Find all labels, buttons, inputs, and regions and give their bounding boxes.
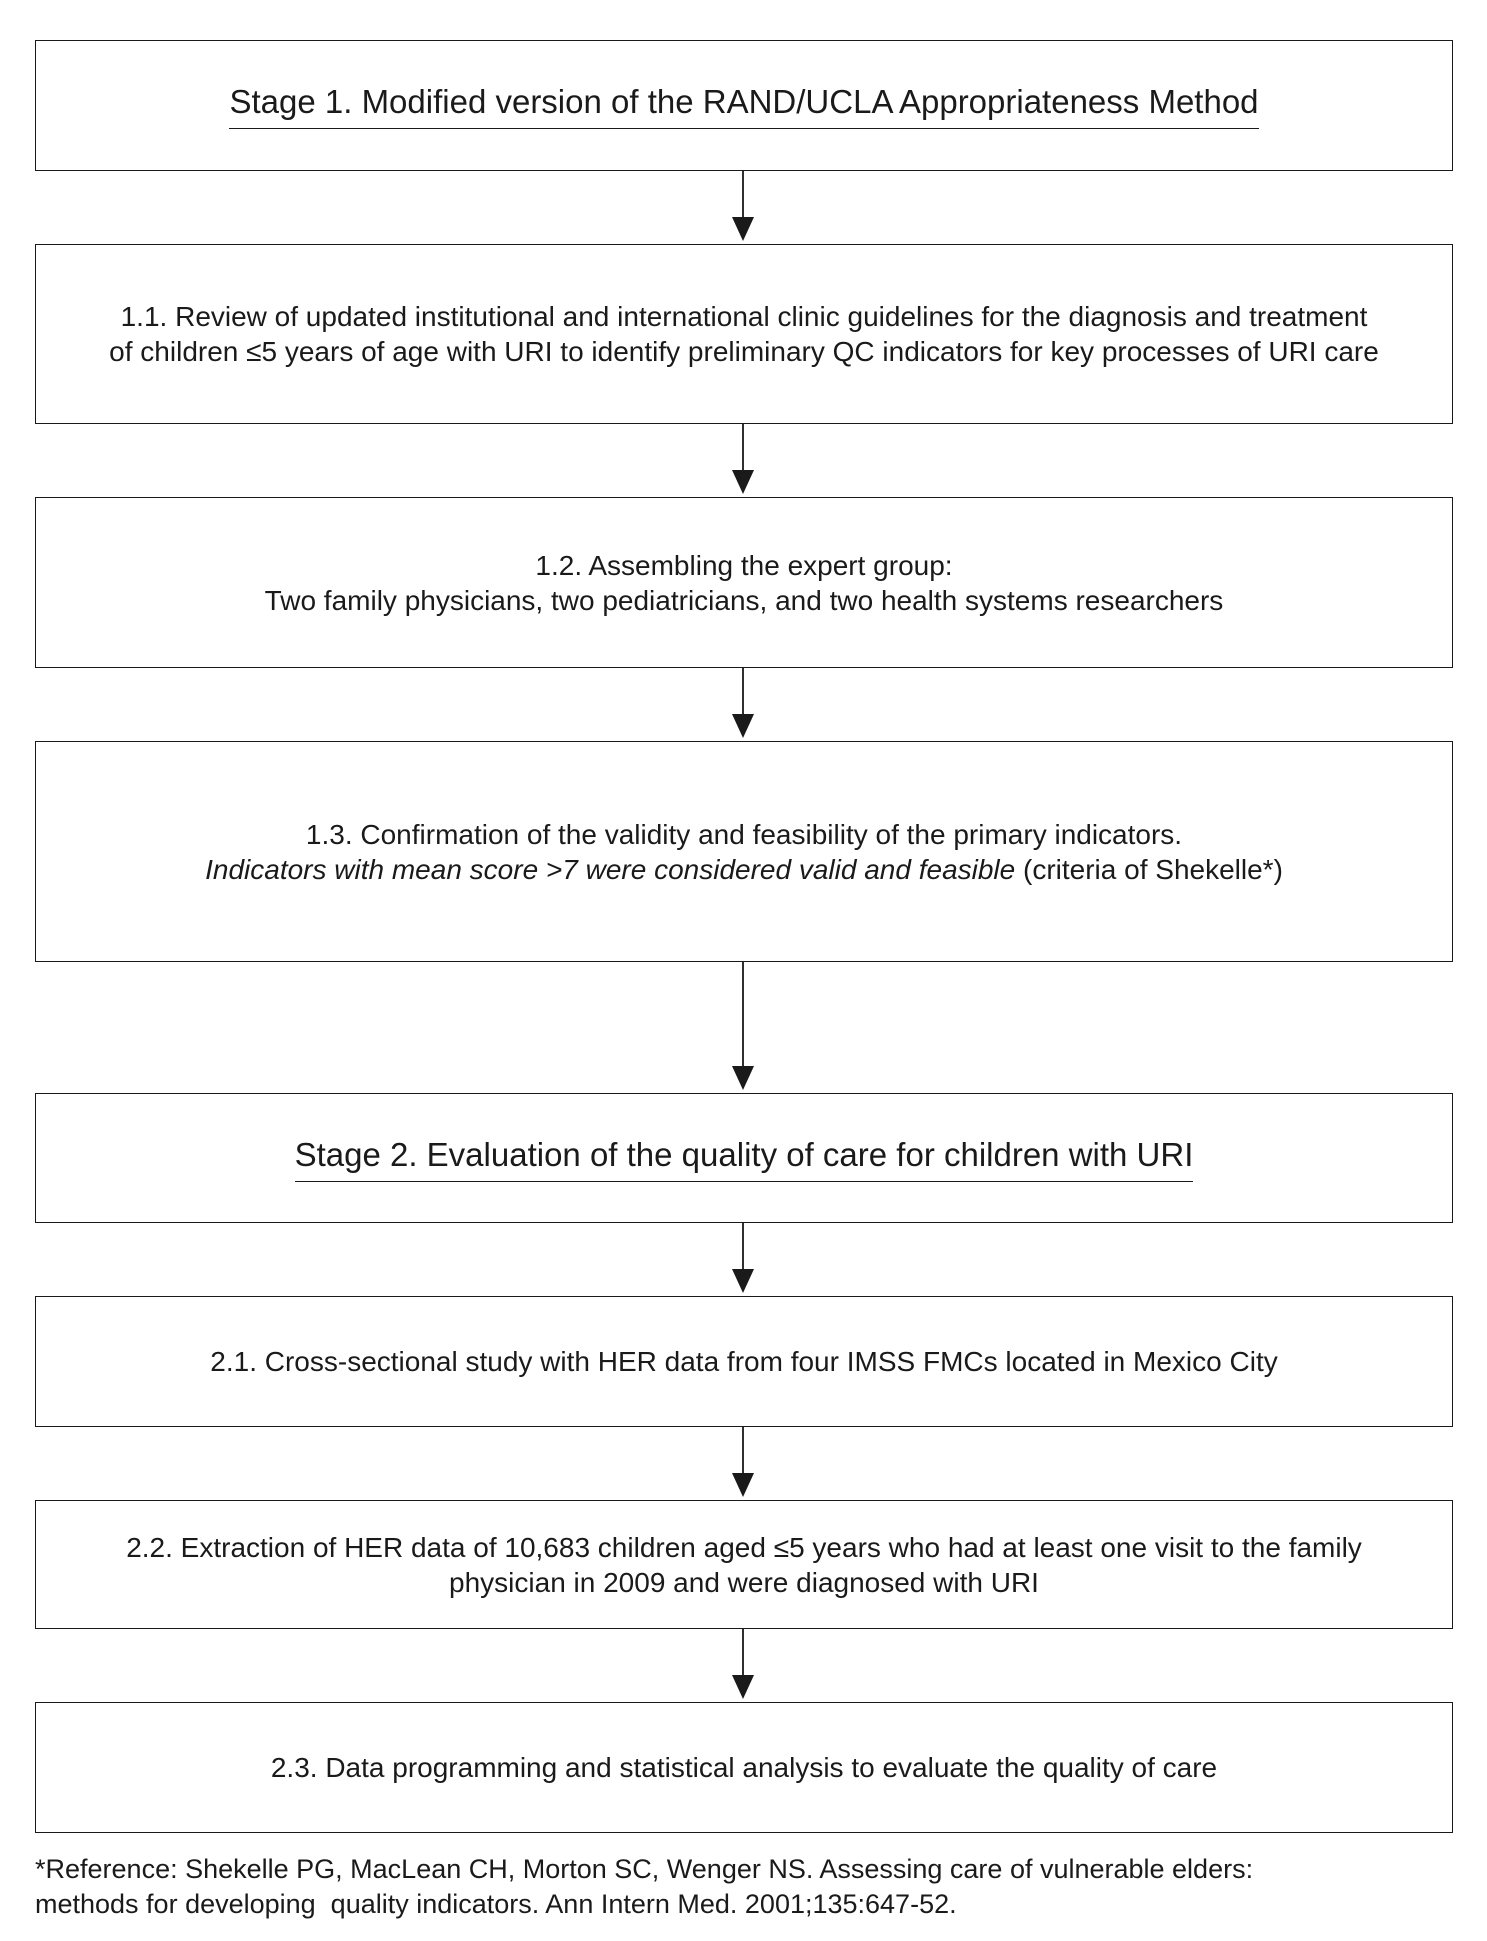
arrowhead-1 [732, 217, 754, 241]
arrowhead-7 [732, 1675, 754, 1699]
stage1-title-box: Stage 1. Modified version of the RAND/UC… [35, 40, 1453, 171]
stage2-title-box: Stage 2. Evaluation of the quality of ca… [35, 1093, 1453, 1223]
reference-footnote: *Reference: Shekelle PG, MacLean CH, Mor… [35, 1852, 1465, 1922]
step-1-3-line2: Indicators with mean score >7 were consi… [205, 852, 1283, 887]
step-2-2-line1: 2.2. Extraction of HER data of 10,683 ch… [126, 1531, 1362, 1563]
arrowhead-5 [732, 1269, 754, 1293]
step-2-1-text: 2.1. Cross-sectional study with HER data… [210, 1346, 1278, 1377]
stage2-title: Stage 2. Evaluation of the quality of ca… [294, 1135, 1194, 1182]
step-2-2-box: 2.2. Extraction of HER data of 10,683 ch… [35, 1500, 1453, 1629]
step-1-3-criteria-italic: Indicators with mean score >7 were consi… [205, 853, 1016, 885]
footnote-line2: methods for developing quality indicator… [35, 1889, 957, 1919]
step-1-2-box: 1.2. Assembling the expert group: Two fa… [35, 497, 1453, 668]
step-1-3-criteria-ref: (criteria of Shekelle*) [1015, 853, 1283, 885]
step-1-3-box: 1.3. Confirmation of the validity and fe… [35, 741, 1453, 962]
step-1-1-box: 1.1. Review of updated institutional and… [35, 244, 1453, 424]
arrowhead-2 [732, 470, 754, 494]
step-1-3-line1: 1.3. Confirmation of the validity and fe… [305, 818, 1183, 850]
step-1-2-line2: Two family physicians, two pediatricians… [264, 584, 1224, 616]
arrowhead-6 [732, 1473, 754, 1497]
step-1-1-line2: of children ≤5 years of age with URI to … [109, 336, 1379, 367]
arrowhead-3 [732, 714, 754, 738]
stage1-title: Stage 1. Modified version of the RAND/UC… [229, 82, 1259, 129]
arrowhead-4 [732, 1066, 754, 1090]
step-2-3-text: 2.3. Data programming and statistical an… [270, 1752, 1218, 1783]
footnote-line1: *Reference: Shekelle PG, MacLean CH, Mor… [35, 1854, 1254, 1884]
step-2-2-line2: physician in 2009 and were diagnosed wit… [449, 1566, 1039, 1598]
step-1-2-line1: 1.2. Assembling the expert group: [535, 549, 953, 581]
step-2-1-box: 2.1. Cross-sectional study with HER data… [35, 1296, 1453, 1427]
step-1-1-line1: 1.1. Review of updated institutional and… [120, 301, 1368, 332]
step-2-3-box: 2.3. Data programming and statistical an… [35, 1702, 1453, 1833]
